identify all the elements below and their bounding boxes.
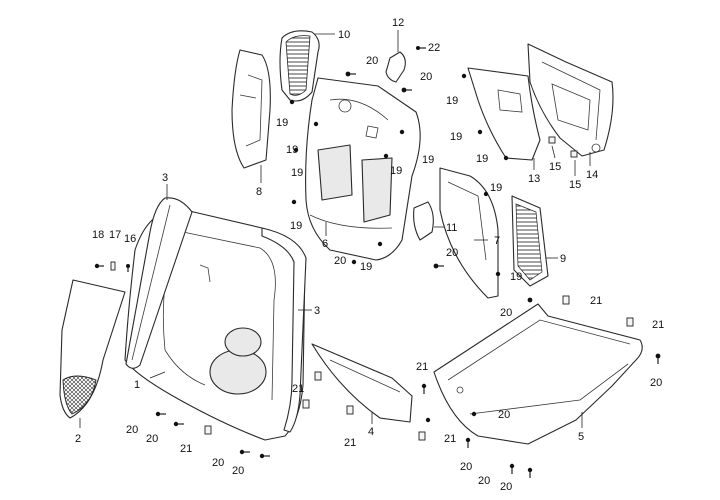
callout-20: 20: [420, 71, 432, 83]
callout-7: 7: [494, 235, 500, 247]
callout-3-right: 3: [314, 305, 320, 317]
callout-10: 10: [338, 29, 350, 41]
callout-19: 19: [490, 182, 502, 194]
callout-19: 19: [276, 117, 288, 129]
part-front-lower-panel: [59, 279, 126, 419]
callout-20: 20: [126, 424, 138, 436]
callout-1: 1: [134, 379, 140, 391]
callout-20: 20: [446, 247, 458, 259]
callout-8: 8: [256, 186, 262, 198]
callout-20: 20: [500, 307, 512, 319]
callout-19: 19: [476, 153, 488, 165]
callout-2: 2: [75, 433, 81, 445]
part-hook: [385, 51, 406, 83]
callout-20: 20: [212, 457, 224, 469]
callout-5: 5: [578, 431, 584, 443]
callout-14: 14: [586, 169, 598, 181]
part-edge-trim-left: [125, 197, 193, 369]
callout-19: 19: [450, 131, 462, 143]
callout-20: 20: [334, 255, 346, 267]
callout-11: 11: [446, 222, 457, 234]
callout-9: 9: [560, 253, 566, 265]
part-frame: [527, 43, 614, 157]
callout-19: 19: [510, 271, 522, 283]
callout-21: 21: [416, 361, 428, 373]
callout-15-a: 15: [549, 161, 561, 173]
callout-20: 20: [232, 465, 244, 477]
leader-lines: [79, 30, 591, 428]
callout-15-b: 15: [569, 179, 581, 191]
callout-19: 19: [290, 220, 302, 232]
callout-19: 19: [422, 154, 434, 166]
callout-19: 19: [291, 167, 303, 179]
callout-18: 18: [92, 229, 104, 241]
callout-17: 17: [109, 229, 121, 241]
callout-20: 20: [366, 55, 378, 67]
callout-3-left: 3: [162, 172, 168, 184]
callout-16: 16: [124, 233, 136, 245]
part-side-grille: [511, 195, 549, 287]
part-top-grille: [279, 30, 320, 102]
part-inner-shield: [305, 77, 421, 261]
callout-19: 19: [286, 144, 298, 156]
callout-21: 21: [292, 383, 304, 395]
part-floor-board: [433, 303, 643, 445]
part-floor-side-panel: [311, 343, 413, 423]
part-side-cover-right: [439, 167, 499, 299]
callout-22: 22: [428, 42, 440, 54]
callout-labels: 1 2 3 3 4 5 6 7 8 9 10 11 12 13 14 15 15…: [75, 17, 664, 493]
callout-20: 20: [146, 433, 158, 445]
part-small-bracket: [413, 201, 434, 241]
callout-21: 21: [180, 443, 192, 455]
callout-20: 20: [498, 409, 510, 421]
callout-13: 13: [528, 173, 540, 185]
part-rear-bracket: [467, 67, 541, 161]
part-side-cover-left: [231, 49, 271, 169]
callout-21: 21: [590, 295, 602, 307]
screw-fasteners: [94, 46, 661, 478]
callout-21: 21: [652, 319, 664, 331]
callout-20: 20: [650, 377, 662, 389]
callout-4: 4: [368, 426, 374, 438]
callout-20: 20: [500, 481, 512, 493]
part-edge-trim-right: [261, 227, 307, 433]
callout-12: 12: [392, 17, 404, 29]
callout-19: 19: [446, 95, 458, 107]
callout-6: 6: [322, 238, 328, 250]
callout-19: 19: [360, 261, 372, 273]
callout-20: 20: [478, 475, 490, 487]
callout-21: 21: [444, 433, 456, 445]
callout-20: 20: [460, 461, 472, 473]
callout-21: 21: [344, 437, 356, 449]
callout-19: 19: [390, 165, 402, 177]
